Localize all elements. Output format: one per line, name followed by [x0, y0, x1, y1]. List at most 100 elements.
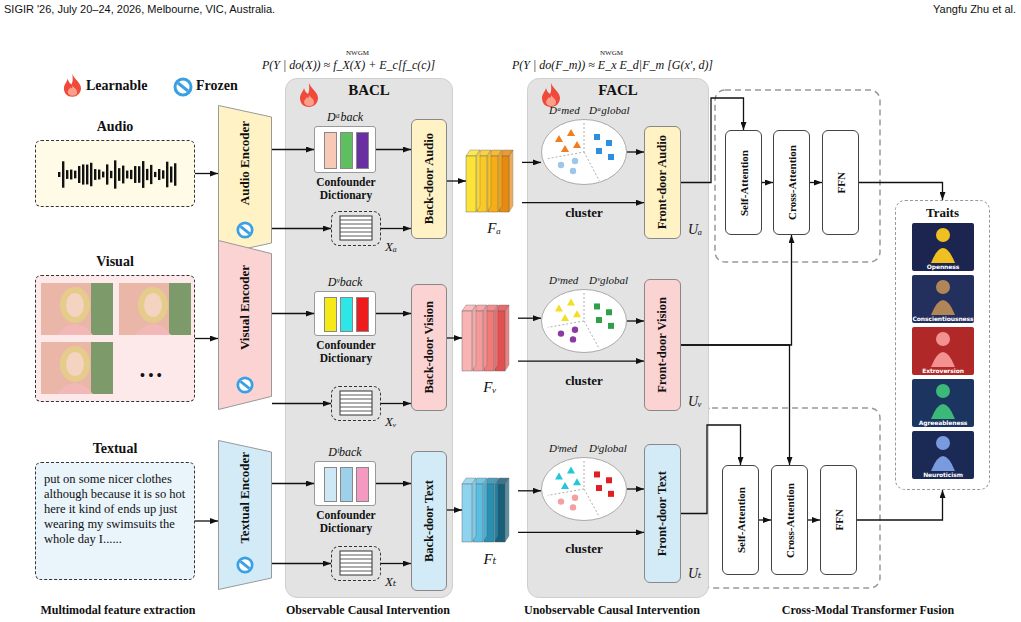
- cluster-square: [608, 154, 614, 160]
- feature-maps: [462, 305, 518, 371]
- process-box: Back-door Vision: [411, 284, 447, 411]
- encoder-trapezoid: Visual Encoder: [218, 240, 272, 410]
- layer-box: FFN: [820, 465, 857, 575]
- annotation: P(Y | do(X)) ≈ f_X(X) + E_c[f_c(c)]: [262, 58, 435, 73]
- learnable-icon: [540, 83, 562, 107]
- map-side: [476, 150, 480, 212]
- label-wrap: Front-door Vision: [645, 280, 680, 410]
- connector: [376, 483, 411, 484]
- wave-bar: [146, 169, 148, 180]
- map-side: [487, 150, 491, 212]
- connector: [272, 228, 331, 229]
- frozen-icon: [236, 376, 254, 394]
- encoder-label: Textual Encoder: [237, 452, 253, 544]
- input-box: Textualput on some nicer clothes althoug…: [35, 462, 195, 580]
- frozen-bar: [241, 561, 250, 568]
- map-face: [462, 484, 472, 542]
- dictionary-entry: [324, 297, 337, 332]
- feature-stack: Fₜ: [462, 478, 518, 542]
- connector: [195, 338, 218, 339]
- matrix-row: [340, 555, 372, 556]
- flame: [64, 74, 81, 97]
- encoder-label-wrap: Visual Encoder: [218, 240, 272, 376]
- matrix: [340, 216, 372, 240]
- cluster-space: [541, 119, 627, 185]
- connector: [195, 520, 218, 521]
- dictionary-entry: [340, 297, 353, 332]
- cluster-space: [541, 289, 627, 353]
- matrix-row: [340, 228, 372, 229]
- trapezoid: [219, 241, 272, 410]
- connector: [681, 425, 741, 514]
- wave-bar: [78, 166, 80, 183]
- connector: [381, 563, 411, 564]
- figure-head: [936, 228, 950, 242]
- connector: [272, 403, 331, 404]
- label-wrap: Front-door Audio: [645, 127, 680, 238]
- input-heading: Audio: [36, 119, 194, 135]
- annotation: Yangfu Zhu et al.: [933, 3, 1016, 15]
- feature-symbol: Xₐ: [385, 239, 397, 255]
- wave-bar: [154, 172, 156, 177]
- process-box: Front-door AudioUₐ: [644, 126, 681, 239]
- label-wrap: Front-door Text: [645, 445, 680, 582]
- map-side: [483, 305, 487, 371]
- cluster-circle: [570, 336, 576, 342]
- figure-body: [931, 456, 955, 471]
- flame: [300, 83, 318, 107]
- ellipse: [542, 458, 627, 521]
- process-label: Front-door Vision: [655, 297, 670, 393]
- cluster-circle: [570, 168, 576, 174]
- connector: [195, 173, 218, 174]
- label-wrap: FFN: [823, 131, 858, 234]
- wave-bar: [118, 168, 120, 181]
- frame-body: [57, 324, 93, 335]
- frame-tree: [169, 283, 191, 335]
- figure-head: [936, 280, 950, 294]
- process-label: Front-door Text: [655, 471, 670, 556]
- feature-matrix: [332, 212, 380, 245]
- frame-face: [66, 352, 84, 376]
- frozen-bar: [178, 83, 188, 91]
- map-side: [472, 305, 476, 371]
- annotation: Multimodal feature extraction: [0, 603, 268, 618]
- wave-bar: [142, 161, 144, 188]
- wave-bar: [86, 165, 88, 185]
- mediator-symbol: Dᵛmed: [549, 274, 578, 286]
- mediator-symbol: Dᵃmed: [549, 104, 580, 116]
- cluster-circle: [572, 158, 578, 164]
- legend-label: Frozen: [196, 78, 238, 94]
- process-label: Back-door Vision: [422, 301, 437, 394]
- ellipse: [542, 290, 627, 353]
- frame-body: [57, 383, 93, 394]
- annotation: P(Y | do(F_m)) ≈ E_x E_d|F_m [G(x', d)]: [512, 58, 713, 73]
- frame-hair: [60, 287, 90, 323]
- label-wrap: Back-door Vision: [412, 285, 446, 410]
- connector: [627, 488, 644, 489]
- wave-bar: [170, 167, 172, 183]
- frame: [41, 342, 113, 394]
- connector: [627, 151, 644, 152]
- input-box: Visual: [35, 275, 195, 402]
- global-symbol: Dᵛglobal: [589, 274, 628, 286]
- frozen-ring: [238, 378, 252, 392]
- wave-bar: [70, 170, 72, 180]
- connector: [762, 182, 773, 183]
- dictionary-entry: [356, 467, 369, 502]
- map-side: [494, 478, 498, 542]
- process-box: Back-door Audio: [411, 119, 447, 239]
- connector: [808, 519, 820, 520]
- feature-stack: Fₐ: [466, 150, 522, 212]
- module-panel: BACLDᵃbackConfounder DictionaryXₐBack-do…: [285, 78, 453, 598]
- matrix-row: [340, 395, 372, 396]
- layer-box: Cross-Attention: [771, 465, 808, 575]
- frozen-icon: [236, 221, 254, 239]
- wave-bar: [166, 162, 168, 188]
- trait-label: Conscientiousness: [912, 315, 974, 322]
- label-wrap: Back-door Text: [412, 452, 446, 590]
- wave-bar: [134, 166, 136, 183]
- trait-label: Extroversion: [912, 367, 974, 374]
- frame-hair: [138, 287, 168, 323]
